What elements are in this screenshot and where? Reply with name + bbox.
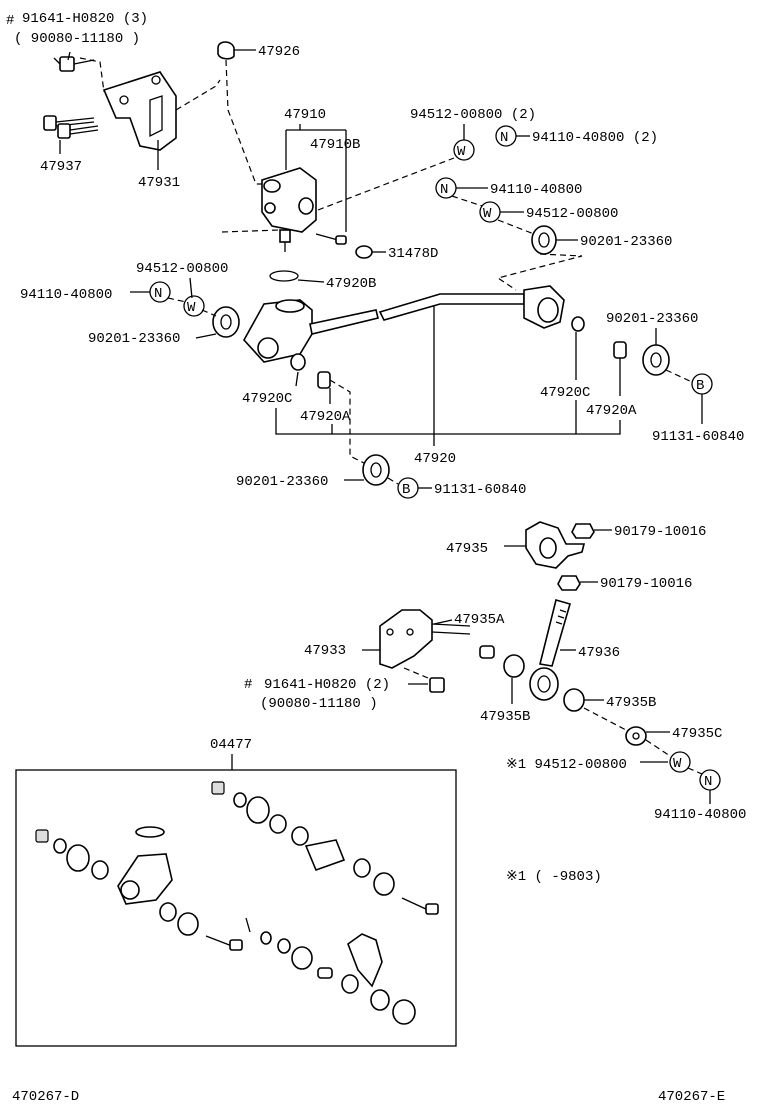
label-47920c-left: 47920C xyxy=(242,391,292,407)
collar-47920a-left-icon xyxy=(317,371,331,389)
label-47935b-right: 47935B xyxy=(606,695,656,711)
clip-47926-icon xyxy=(217,41,235,60)
label-washer-left: 94512-00800 xyxy=(136,261,228,277)
bushing-47935b-left-icon xyxy=(503,654,525,678)
nut-n-top-icon: N xyxy=(495,125,517,147)
svg-text:B: B xyxy=(696,378,704,394)
label-47926: 47926 xyxy=(258,44,300,60)
label-47935c: 47935C xyxy=(672,726,722,742)
svg-text:N: N xyxy=(500,130,508,146)
bolt-47910b-icon xyxy=(315,233,347,245)
bolt-91641-mid-icon xyxy=(429,677,445,693)
svg-text:W: W xyxy=(673,756,682,772)
label-washer-b: 94512-00800 xyxy=(526,206,618,222)
bolts-47937-icon xyxy=(43,115,99,139)
label-nut-b: 94110-40800 xyxy=(490,182,582,198)
label-47920: 47920 xyxy=(414,451,456,467)
label-note-1: ※1 ( -9803) xyxy=(506,869,602,885)
label-47935b-left: 47935B xyxy=(480,709,530,725)
sleeve-47935a-icon xyxy=(479,645,495,659)
label-47935a: 47935A xyxy=(454,612,505,628)
nut-n-bottom-icon: N xyxy=(699,769,721,791)
label-47933: 47933 xyxy=(304,643,346,659)
hash-mark-top: # xyxy=(6,13,14,29)
cap-31478d-icon xyxy=(355,245,373,259)
svg-text:W: W xyxy=(483,206,492,222)
label-bolt-bottom: 91131-60840 xyxy=(434,482,526,498)
nut-90179-top-icon xyxy=(571,523,595,539)
label-31478d: 31478D xyxy=(388,246,438,262)
label-nut-47935-2: 90179-10016 xyxy=(600,576,692,592)
label-47936: 47936 xyxy=(578,645,620,661)
label-47931: 47931 xyxy=(138,175,180,191)
label-47920b: 47920B xyxy=(326,276,376,292)
label-bush-bottom: 90201-23360 xyxy=(236,474,328,490)
kit-box xyxy=(15,769,457,1047)
bushing-b-icon xyxy=(531,225,557,255)
ring-47920b-icon xyxy=(269,270,299,282)
svg-text:B: B xyxy=(402,482,410,498)
nut-90179-bottom-icon xyxy=(557,575,581,591)
label-47910: 47910 xyxy=(284,107,326,123)
label-kit-04477: 04477 xyxy=(210,737,252,753)
sleeve-47920c-left-icon xyxy=(290,353,306,371)
bushing-bottom-icon xyxy=(362,454,390,486)
label-nut-pair-top: 94110-40800 (2) xyxy=(532,130,658,146)
kit-parts-icon xyxy=(35,781,439,1025)
svg-text:W: W xyxy=(457,144,466,160)
bolt-b-bottom-icon: B xyxy=(397,477,419,499)
svg-text:N: N xyxy=(440,182,448,198)
bracket-47931-icon xyxy=(102,71,177,151)
washer-w-top-icon: W xyxy=(453,139,475,161)
label-washer-pair-top: 94512-00800 (2) xyxy=(410,107,536,123)
bolt-b-right-icon: B xyxy=(691,373,713,395)
link-47920-icon xyxy=(243,285,565,363)
svg-text:W: W xyxy=(187,300,196,316)
label-nut-47935-1: 90179-10016 xyxy=(614,524,706,540)
sleeve-47920c-right-icon xyxy=(571,316,585,332)
rod-47936-icon xyxy=(529,599,571,701)
label-bush-right: 90201-23360 xyxy=(606,311,698,327)
label-47937: 47937 xyxy=(40,159,82,175)
nut-n-left-icon: N xyxy=(149,281,171,303)
label-nut-bottom: 94110-40800 xyxy=(654,807,746,823)
bushing-right-icon xyxy=(642,344,670,376)
bushing-left-icon xyxy=(212,306,240,338)
washer-w-left-icon: W xyxy=(183,295,205,317)
svg-text:N: N xyxy=(154,286,162,302)
label-bolt-mid-2: (90080-11180 ) xyxy=(260,696,378,712)
washer-w-b-icon: W xyxy=(479,201,501,223)
label-bush-b: 90201-23360 xyxy=(580,234,672,250)
label-47910b: 47910B xyxy=(310,137,360,153)
code-right: 470267-E xyxy=(658,1089,725,1105)
label-47920c-right: 47920C xyxy=(540,385,590,401)
label-bolt-top-1: 91641-H0820 (3) xyxy=(22,11,148,27)
washer-47935c-icon xyxy=(625,726,647,746)
bolt-91641-top-icon xyxy=(53,51,95,72)
label-bolt-right: 91131-60840 xyxy=(652,429,744,445)
bushing-47935b-right-icon xyxy=(563,688,585,712)
washer-w-bottom-icon: W xyxy=(669,751,691,773)
lever-47935-icon xyxy=(525,521,586,569)
code-left: 470267-D xyxy=(12,1089,79,1105)
svg-text:N: N xyxy=(704,774,712,790)
label-47920a-left: 47920A xyxy=(300,409,351,425)
label-bush-left: 90201-23360 xyxy=(88,331,180,347)
collar-47920a-right-icon xyxy=(613,341,627,359)
label-47920a-right: 47920A xyxy=(586,403,637,419)
valve-47910-icon xyxy=(261,167,317,252)
label-note-ref-washer: ※1 94512-00800 xyxy=(506,757,627,773)
label-bolt-top-2: ( 90080-11180 ) xyxy=(14,31,140,47)
label-nut-left: 94110-40800 xyxy=(20,287,112,303)
hash-mark-mid: # xyxy=(244,677,252,693)
label-bolt-mid-1: 91641-H0820 (2) xyxy=(264,677,390,693)
label-47935: 47935 xyxy=(446,541,488,557)
nut-n-b-icon: N xyxy=(435,177,457,199)
bracket-47933-icon xyxy=(379,609,471,669)
